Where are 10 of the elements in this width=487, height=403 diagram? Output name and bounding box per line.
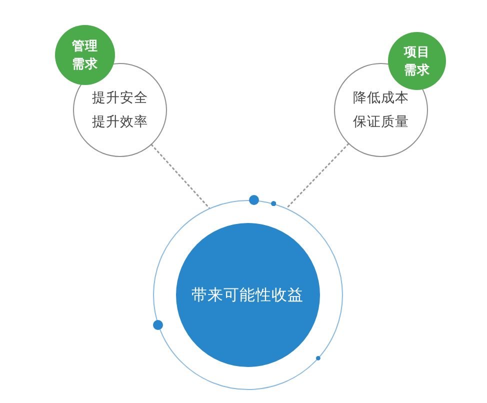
circle-text: 降低成本 xyxy=(353,89,409,108)
orbit-ring xyxy=(153,200,343,390)
circle-label: 带来可能性收益 xyxy=(192,284,304,306)
circle-text: 保证质量 xyxy=(353,113,409,132)
dotted-connector xyxy=(286,143,350,209)
dotted-connector xyxy=(150,144,210,209)
circle-text: 提升安全 xyxy=(92,89,148,108)
circle-text: 提升效率 xyxy=(92,113,148,132)
tag-label: 管理需求 xyxy=(72,37,98,73)
tag-label: 项目需求 xyxy=(404,43,430,79)
